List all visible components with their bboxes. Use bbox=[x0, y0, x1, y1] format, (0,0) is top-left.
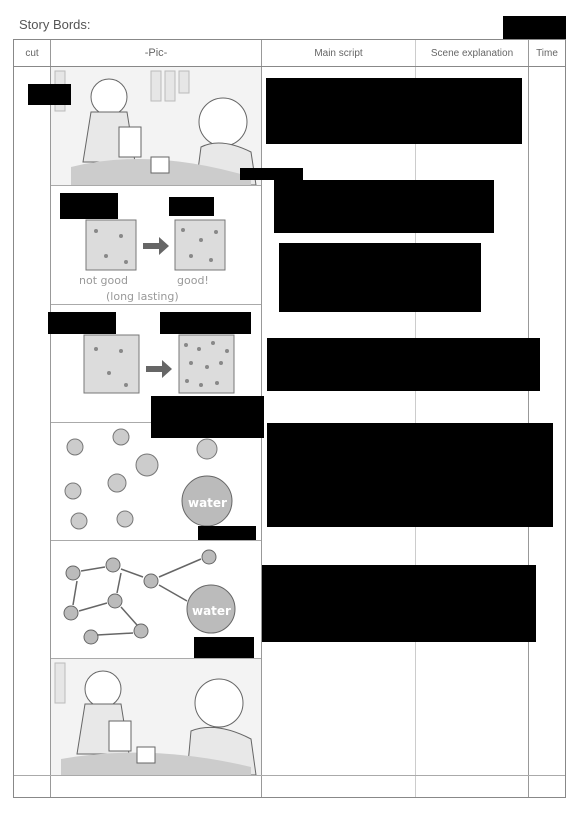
water-label: water bbox=[188, 496, 227, 510]
column-header-pic: -Pic- bbox=[51, 40, 261, 67]
redacted-script-block bbox=[262, 565, 536, 642]
column-divider bbox=[50, 40, 51, 797]
long-lasting-note: (long lasting) bbox=[106, 290, 179, 303]
panel-molecule-network: water bbox=[51, 541, 261, 658]
row-divider bbox=[51, 185, 261, 186]
redacted-label bbox=[198, 526, 256, 540]
good-caption: good! bbox=[177, 274, 209, 287]
bubble-comparison-illustration: not good good! (long lasting) bbox=[79, 219, 226, 303]
molecule-network-illustration: water bbox=[63, 549, 236, 645]
bar-scene-illustration bbox=[51, 67, 261, 185]
redacted-script-block bbox=[267, 423, 553, 527]
panel-bar-scene-final bbox=[51, 659, 261, 775]
not-good-caption: not good bbox=[79, 274, 128, 287]
panel-water-bubbles: water bbox=[51, 423, 261, 540]
page-title: Story Bords: bbox=[19, 17, 91, 32]
row-divider bbox=[51, 658, 261, 659]
panel-fine-bubbles bbox=[51, 305, 261, 422]
column-header-cut: cut bbox=[14, 40, 50, 67]
footer-divider bbox=[14, 775, 565, 776]
redacted-header-box bbox=[503, 16, 566, 40]
column-header-time: Time bbox=[529, 40, 565, 67]
header-divider bbox=[14, 66, 565, 67]
row-divider bbox=[51, 304, 261, 305]
column-header-scene-explanation: Scene explanation bbox=[416, 40, 528, 67]
redacted-label bbox=[151, 396, 264, 438]
column-header-main-script: Main script bbox=[262, 40, 415, 67]
redacted-label bbox=[169, 197, 214, 216]
redacted-label bbox=[60, 193, 118, 219]
redacted-label bbox=[48, 312, 116, 334]
redacted-label bbox=[28, 84, 71, 105]
redacted-script-block bbox=[266, 78, 522, 144]
water-label-2: water bbox=[192, 604, 231, 618]
storyboard-table: cut -Pic- Main script Scene explanation … bbox=[13, 39, 566, 798]
column-divider bbox=[528, 40, 529, 797]
redacted-script-block bbox=[274, 180, 494, 233]
water-bubbles-illustration: water bbox=[64, 428, 233, 530]
redacted-script-block bbox=[267, 338, 540, 391]
panel-bubble-comparison: not good good! (long lasting) bbox=[51, 186, 261, 304]
redacted-label bbox=[194, 637, 254, 658]
bar-scene-final-illustration bbox=[51, 659, 261, 775]
panel-bar-scene bbox=[51, 67, 261, 185]
fine-bubbles-illustration bbox=[83, 334, 235, 394]
row-divider bbox=[51, 540, 261, 541]
redacted-label bbox=[160, 312, 251, 334]
redacted-script-block bbox=[279, 243, 481, 312]
column-divider bbox=[415, 40, 416, 797]
redacted-label bbox=[240, 168, 303, 180]
